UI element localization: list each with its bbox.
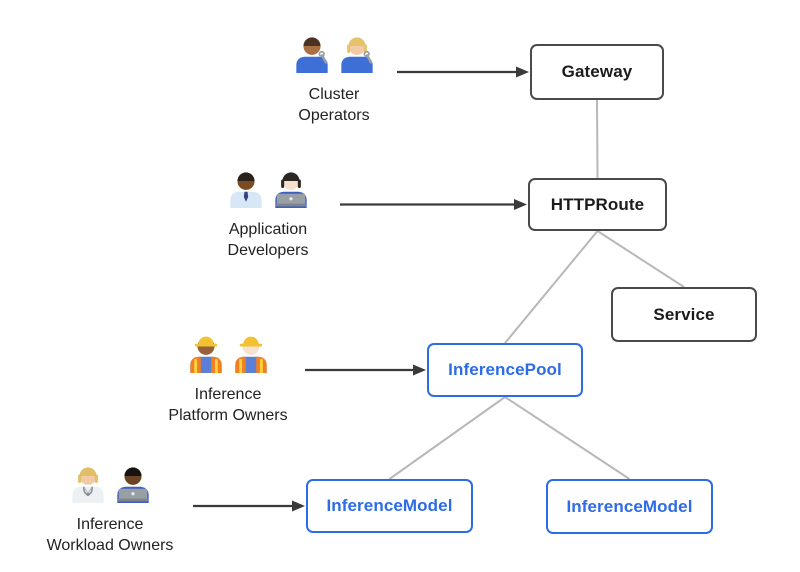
persona-label-line: Application [228,221,308,238]
persona-label-line: Operators [298,107,370,124]
edge-httproute-to-inferencepool [504,230,599,344]
application-developers-icon [227,168,310,208]
node-label: Service [653,304,715,324]
person-icon [340,37,373,73]
person-icon [189,336,222,373]
person-icon [295,37,328,73]
edge-gateway-to-httproute [596,99,599,179]
node-label: InferenceModel [326,496,453,515]
arrow-inference-workload-owners-to-inferencemodel-left [193,500,305,512]
node-inferencemodel-right: InferenceModel [546,479,713,534]
person-icon [274,172,307,208]
inference-platform-owners-icon [187,333,270,373]
edge-inferencepool-to-inferencemodel-left [388,396,506,480]
cluster-operators-icon [293,33,376,73]
persona-label-line: Developers [227,242,309,259]
persona-label-line: Cluster [308,86,360,103]
node-inferencepool: InferencePool [427,343,583,397]
node-label: InferenceModel [566,496,693,516]
node-gateway: Gateway [530,44,664,100]
persona-label-line: Inference [76,516,144,533]
edge-httproute-to-service [596,230,685,288]
person-icon [116,467,149,503]
person-icon [234,336,267,373]
person-icon [229,172,262,208]
persona-label-line: Platform Owners [168,407,288,424]
node-label: Gateway [561,62,633,81]
inference-workload-owners-icon [69,463,152,503]
arrow-cluster-operators-to-gateway [397,66,529,78]
node-label: InferencePool [448,360,562,379]
persona-label-line: Inference [194,386,262,403]
persona-label-line: Workload Owners [46,537,174,554]
arrow-application-developers-to-httproute [340,199,527,210]
node-service: Service [611,287,757,342]
node-label: HTTPRoute [550,194,645,214]
node-inferencemodel-left: InferenceModel [306,479,473,533]
person-icon [71,467,104,503]
node-httproute: HTTPRoute [528,178,667,231]
arrow-inference-platform-owners-to-inferencepool [305,364,426,376]
edge-inferencepool-to-inferencemodel-right [504,396,631,480]
